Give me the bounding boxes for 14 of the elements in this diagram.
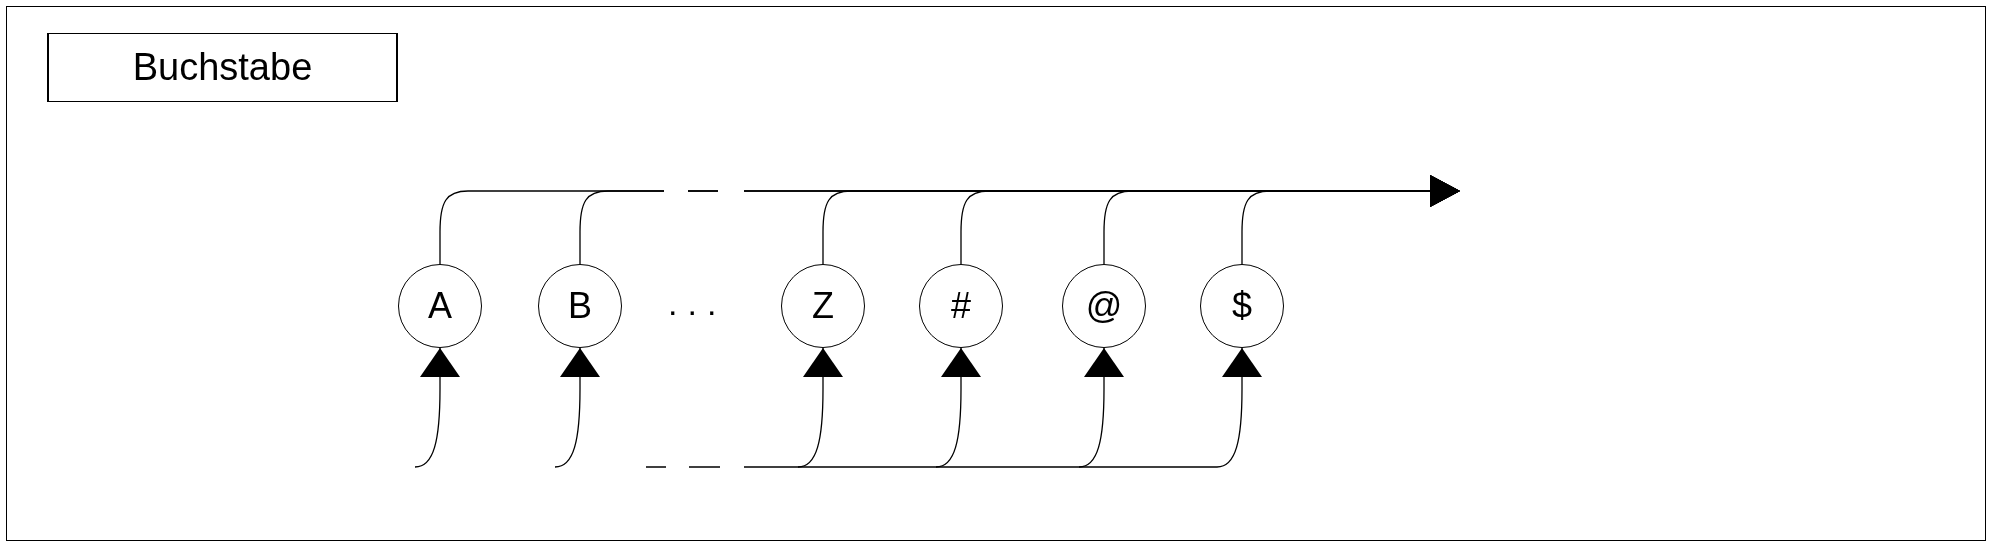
terminal-circle: # bbox=[919, 264, 1003, 348]
arrow bbox=[554, 347, 600, 468]
connector-line bbox=[645, 466, 1218, 468]
title-box bbox=[47, 33, 398, 102]
terminal-circle: $ bbox=[1200, 264, 1284, 348]
terminal-circle: Z bbox=[781, 264, 865, 348]
arrow bbox=[414, 347, 460, 468]
ellipsis-label: ... bbox=[668, 284, 727, 323]
terminal-circle: A bbox=[398, 264, 482, 348]
title-text: Buchstabe bbox=[132, 46, 313, 89]
arrow bbox=[1216, 347, 1262, 468]
terminal-circle: @ bbox=[1062, 264, 1146, 348]
terminal-circle: B bbox=[538, 264, 622, 348]
arrow bbox=[1241, 175, 1460, 265]
